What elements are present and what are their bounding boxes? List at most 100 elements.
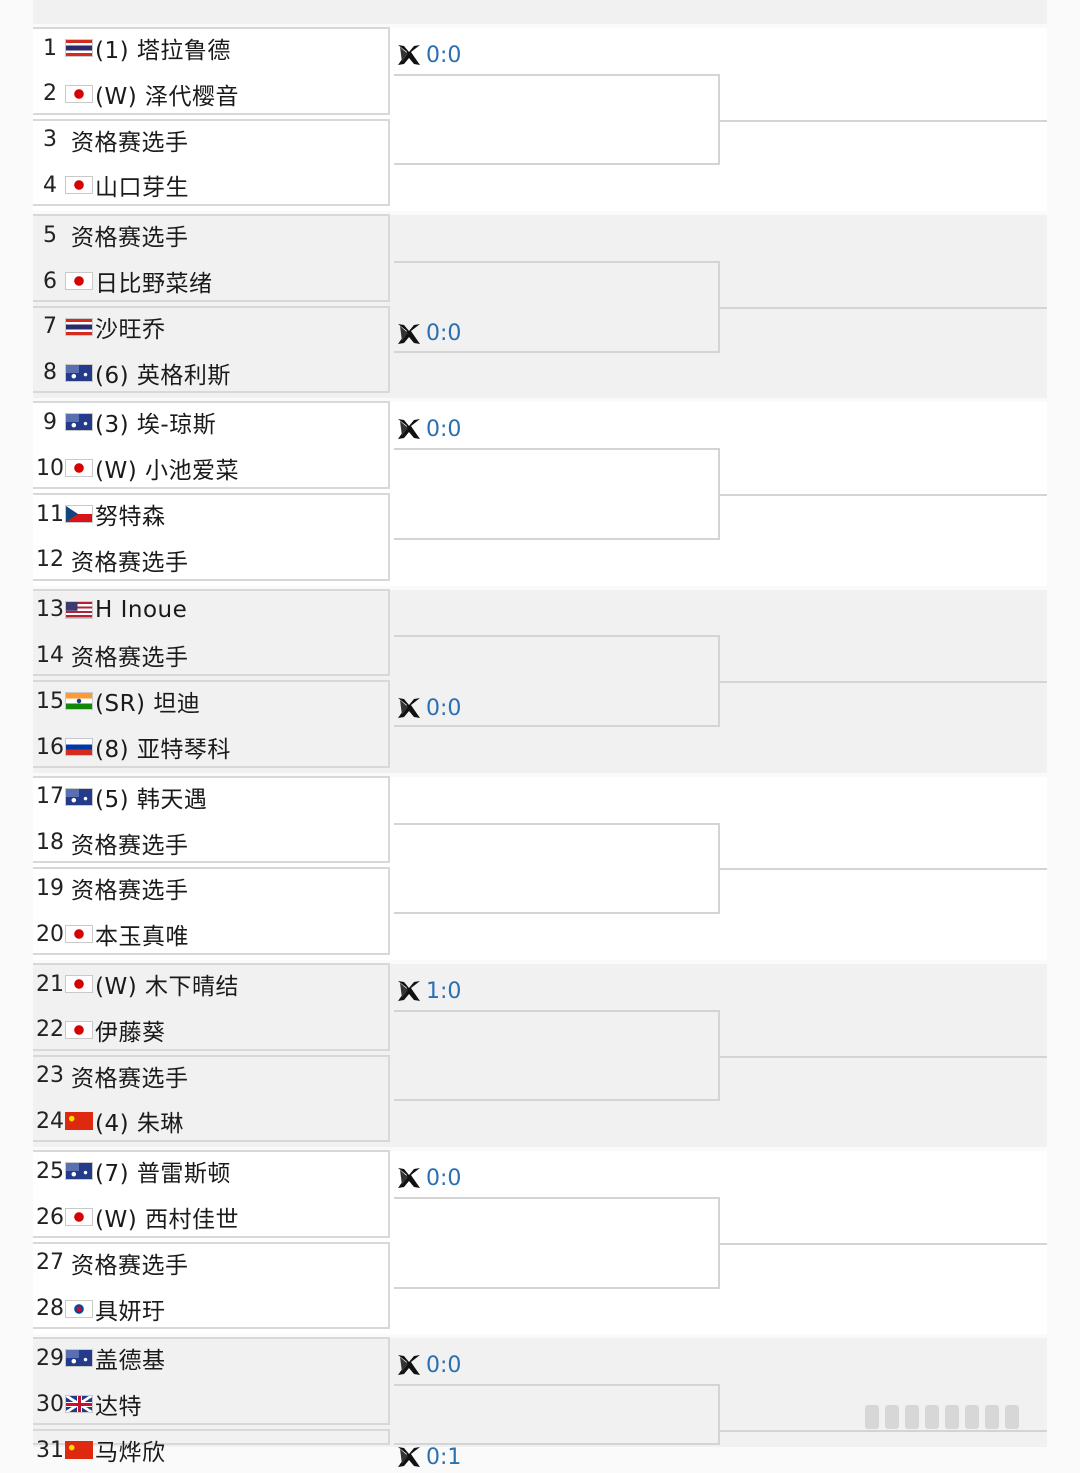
player-row[interactable]: 25(7) 普雷斯顿	[35, 1151, 385, 1191]
h2h-icon[interactable]	[396, 979, 422, 1003]
player-name[interactable]: 资格赛选手	[71, 645, 189, 672]
player-name[interactable]: (3) 埃-琼斯	[95, 412, 217, 439]
player-name[interactable]: (7) 普雷斯顿	[95, 1161, 231, 1188]
player-name[interactable]: (W) 泽代樱音	[95, 83, 239, 110]
player-row[interactable]: 8(6) 英格利斯	[35, 353, 385, 393]
player-row[interactable]: 23 资格赛选手	[35, 1056, 385, 1096]
match-box[interactable]	[33, 27, 390, 115]
player-name[interactable]: 资格赛选手	[71, 1065, 189, 1092]
h2h-icon[interactable]	[396, 1445, 422, 1469]
player-row[interactable]: 26(W) 西村佳世	[35, 1197, 385, 1237]
h2h-icon[interactable]	[396, 696, 422, 720]
player-name[interactable]: 资格赛选手	[71, 225, 189, 252]
match-box[interactable]	[33, 588, 390, 677]
match-box[interactable]	[33, 493, 390, 581]
flag-us-icon	[65, 600, 93, 619]
player-name[interactable]: (W) 西村佳世	[95, 1207, 239, 1233]
player-name[interactable]: 资格赛选手	[71, 129, 189, 156]
h2h-icon[interactable]	[396, 43, 422, 67]
player-row[interactable]: 15(SR) 坦迪	[35, 681, 385, 721]
player-name[interactable]: 具妍玗	[95, 1298, 166, 1325]
h2h-score[interactable]: 0:0	[396, 693, 461, 723]
round2-connector	[394, 635, 720, 727]
player-name[interactable]: 沙旺乔	[95, 316, 166, 343]
player-name[interactable]: 盖德基	[95, 1348, 166, 1375]
match-box[interactable]	[33, 118, 390, 207]
player-name[interactable]: 马烨欣	[95, 1440, 166, 1466]
draw-position: 13	[36, 597, 64, 623]
match-box[interactable]	[33, 680, 390, 768]
player-name[interactable]: 努特森	[95, 504, 166, 530]
match-box[interactable]	[33, 1337, 390, 1425]
match-box[interactable]	[33, 1054, 390, 1143]
player-name[interactable]: (5) 韩天遇	[95, 786, 208, 813]
flag-th-icon	[65, 317, 93, 336]
player-row[interactable]: 24(4) 朱琳	[35, 1101, 385, 1141]
h2h-icon[interactable]	[396, 1353, 422, 1377]
player-row[interactable]: 9(3) 埃-琼斯	[35, 402, 385, 442]
player-row[interactable]: 2(W) 泽代樱音	[35, 74, 385, 114]
player-name[interactable]: (W) 木下晴结	[95, 974, 239, 1000]
draw-position: 23	[36, 1063, 64, 1089]
h2h-icon[interactable]	[396, 1166, 422, 1190]
player-name[interactable]: 日比野菜绪	[95, 271, 213, 297]
flag-cn-icon	[65, 1112, 93, 1131]
match-box[interactable]	[33, 1429, 390, 1445]
h2h-score[interactable]: 0:0	[396, 319, 461, 349]
h2h-score[interactable]: 0:0	[396, 40, 461, 70]
match-box[interactable]	[33, 775, 390, 864]
player-name[interactable]: (SR) 坦迪	[95, 691, 201, 718]
match-box[interactable]	[33, 1241, 390, 1330]
player-name[interactable]: (6) 英格利斯	[95, 362, 231, 389]
h2h-icon[interactable]	[396, 322, 422, 346]
player-name[interactable]: 本玉真唯	[95, 924, 189, 951]
player-name[interactable]: (4) 朱琳	[95, 1111, 184, 1138]
match-box[interactable]	[33, 963, 390, 1051]
player-name[interactable]: (W) 小池爱菜	[95, 458, 239, 485]
player-name[interactable]: (8) 亚特琴科	[95, 737, 231, 763]
player-row[interactable]: 10(W) 小池爱菜	[35, 448, 385, 488]
player-name[interactable]: (1) 塔拉鲁德	[95, 38, 231, 64]
match-box[interactable]	[33, 305, 390, 394]
player-name[interactable]: 伊藤葵	[95, 1019, 166, 1046]
player-name[interactable]: 资格赛选手	[71, 1252, 189, 1279]
h2h-score[interactable]: 0:0	[396, 414, 461, 444]
player-row[interactable]: 17(5) 韩天遇	[35, 777, 385, 817]
match-box[interactable]	[33, 1150, 390, 1238]
player-name[interactable]: 山口芽生	[95, 175, 189, 202]
match-box[interactable]	[33, 867, 390, 955]
player-name[interactable]: 资格赛选手	[71, 549, 189, 576]
match-box[interactable]	[33, 214, 390, 302]
player-row[interactable]: 21(W) 木下晴结	[35, 964, 385, 1004]
top-strip	[33, 0, 1047, 24]
h2h-score[interactable]: 0:0	[396, 1163, 461, 1193]
player-row[interactable]: 13 H Inoue	[35, 590, 385, 630]
player-name[interactable]: 资格赛选手	[71, 832, 189, 859]
h2h-icon[interactable]	[396, 417, 422, 441]
player-name[interactable]: H Inoue	[95, 596, 188, 623]
player-row[interactable]: 16(8) 亚特琴科	[35, 727, 385, 767]
player-row[interactable]: 1(1) 塔拉鲁德	[35, 28, 385, 68]
player-name[interactable]: 资格赛选手	[71, 878, 189, 905]
player-name[interactable]: 达特	[95, 1394, 142, 1421]
h2h-score[interactable]: 1:0	[396, 976, 461, 1006]
match-box[interactable]	[33, 401, 390, 489]
h2h-score[interactable]: 0:0	[396, 1350, 461, 1380]
